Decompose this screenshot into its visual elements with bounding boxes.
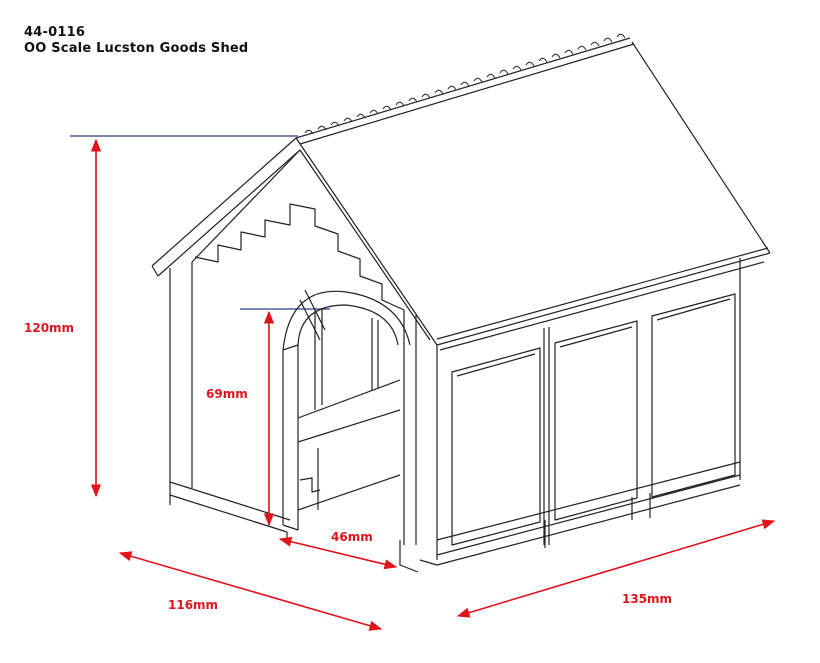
door-height-label: 69mm: [206, 387, 248, 401]
shed-outline: [151, 33, 771, 573]
product-code: 44-0116: [24, 25, 86, 40]
depth-arrow: [118, 551, 383, 631]
product-name: OO Scale Lucston Goods Shed: [24, 41, 249, 56]
reference-lines: [70, 135, 330, 310]
length-arrow: [456, 519, 776, 618]
length-label: 135mm: [622, 592, 672, 606]
door-width-label: 46mm: [331, 530, 373, 544]
depth-label: 116mm: [168, 598, 218, 612]
dimension-arrows: [90, 138, 776, 631]
height-label: 120mm: [24, 321, 74, 335]
